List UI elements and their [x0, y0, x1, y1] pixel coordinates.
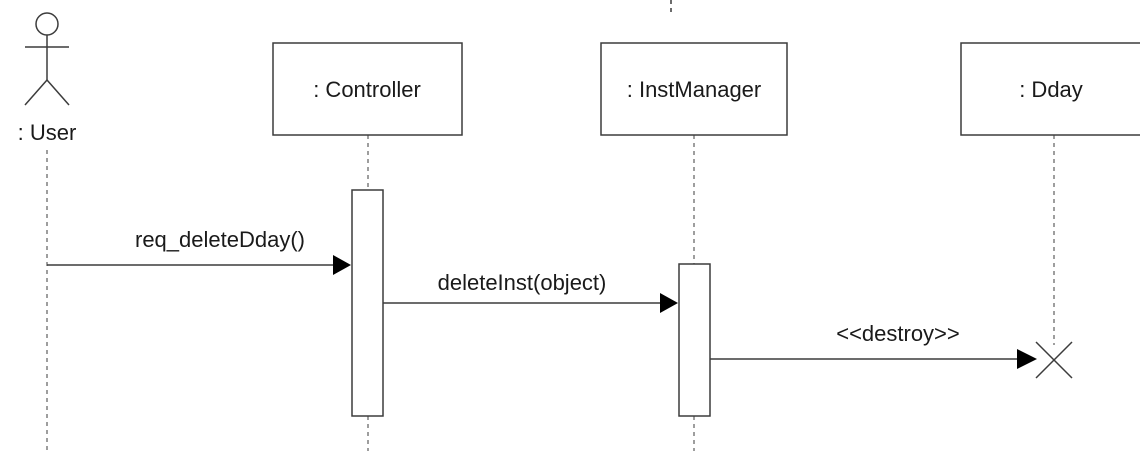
controller-activation-bar: [351, 189, 384, 417]
actor-head-icon: [35, 12, 59, 36]
participant-box: [272, 42, 463, 136]
destroy-x-icon: [1035, 341, 1073, 379]
actor-right-leg: [46, 79, 70, 106]
participant-box: [960, 42, 1140, 136]
actor-label: : User: [18, 120, 77, 145]
message-label: <<destroy>>: [836, 321, 960, 346]
instmanager-activation-bar: [678, 263, 711, 417]
arrowhead-icon: [1017, 349, 1037, 369]
actor-user: : User: [18, 12, 77, 145]
participant-dday: : Dday: [960, 42, 1140, 136]
actor-left-leg: [24, 79, 48, 106]
participant-instmanager: : InstManager: [600, 42, 788, 136]
participant-controller: : Controller: [272, 42, 463, 136]
message-destroy: <<destroy>>: [710, 321, 1037, 369]
arrowhead-icon: [333, 255, 351, 275]
participant-box: [600, 42, 788, 136]
message-deleteinst: deleteInst(object): [383, 270, 678, 313]
message-label: deleteInst(object): [438, 270, 607, 295]
message-req-deletedday: req_deleteDday(): [47, 227, 351, 275]
participant-label: : Dday: [1019, 77, 1083, 102]
arrowhead-icon: [660, 293, 678, 313]
participant-label: : InstManager: [627, 77, 762, 102]
participant-label: : Controller: [313, 77, 421, 102]
message-label: req_deleteDday(): [135, 227, 305, 252]
